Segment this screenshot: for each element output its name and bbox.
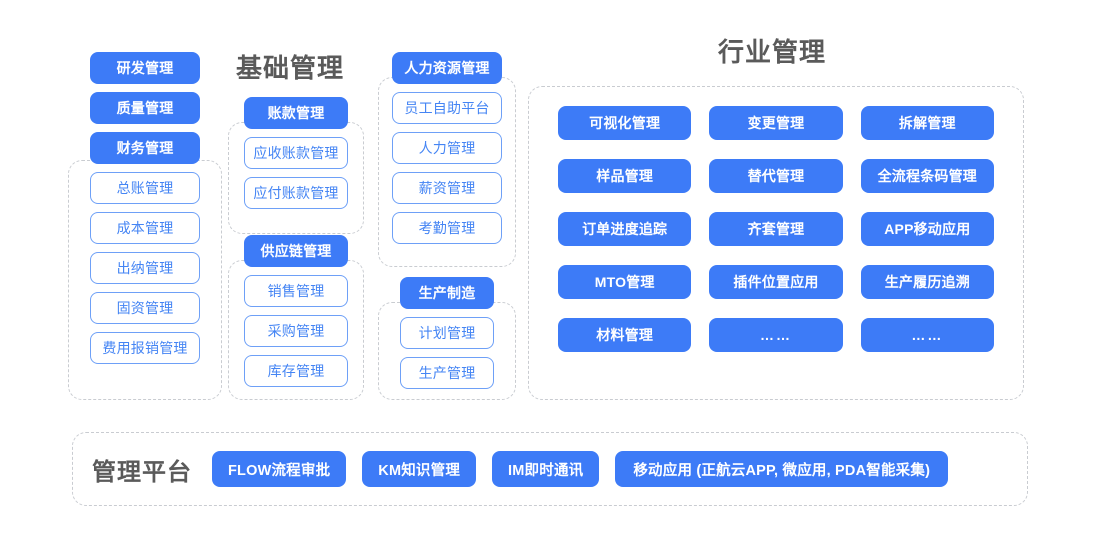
- industry-section-title: 行业管理: [718, 37, 827, 67]
- module-plugin-position-application[interactable]: 插件位置应用: [709, 265, 843, 299]
- module-accounts-management[interactable]: 账款管理: [244, 97, 348, 129]
- module-app-mobile-application[interactable]: APP移动应用: [860, 212, 994, 246]
- module-sample-management[interactable]: 样品管理: [558, 159, 692, 193]
- column2-group-a-stack: 账款管理 应收账款管理 应付账款管理: [244, 97, 348, 209]
- column3-group-a-stack: 人力资源管理 员工自助平台 人力管理 薪资管理 考勤管理: [392, 52, 502, 244]
- module-mto-management[interactable]: MTO管理: [558, 265, 692, 299]
- module-disassembly-management[interactable]: 拆解管理: [860, 106, 994, 140]
- column2-title: 基础管理: [236, 53, 345, 83]
- module-inventory-management[interactable]: 库存管理: [244, 355, 348, 387]
- module-purchase-management[interactable]: 采购管理: [244, 315, 348, 347]
- module-accounts-receivable[interactable]: 应收账款管理: [244, 137, 348, 169]
- module-flow-approval[interactable]: FLOW流程审批: [212, 451, 347, 487]
- module-production-manufacturing[interactable]: 生产制造: [400, 277, 494, 309]
- module-supply-chain-management[interactable]: 供应链管理: [244, 235, 348, 267]
- module-hr-management[interactable]: 人力资源管理: [392, 52, 502, 84]
- column1-top-pills: 研发管理 质量管理 财务管理 总账管理 成本管理 出纳管理 固资管理 费用报销管…: [90, 52, 200, 364]
- module-general-ledger[interactable]: 总账管理: [90, 172, 200, 204]
- industry-module-grid: 可视化管理 变更管理 拆解管理 样品管理 替代管理 全流程条码管理 订单进度追踪…: [558, 106, 994, 352]
- module-change-management[interactable]: 变更管理: [709, 106, 843, 140]
- column3-group-b-stack: 生产制造 计划管理 生产管理: [400, 277, 494, 389]
- module-mobile-application[interactable]: 移动应用 (正航云APP, 微应用, PDA智能采集): [615, 451, 949, 487]
- module-km-knowledge[interactable]: KM知识管理: [362, 451, 477, 487]
- module-visual-management[interactable]: 可视化管理: [558, 106, 692, 140]
- module-expense-reimbursement[interactable]: 费用报销管理: [90, 332, 200, 364]
- platform-label: 管理平台: [92, 458, 192, 486]
- module-im-messaging[interactable]: IM即时通讯: [492, 451, 600, 487]
- module-more-placeholder-1[interactable]: ……: [709, 318, 843, 352]
- module-plan-management[interactable]: 计划管理: [400, 317, 494, 349]
- module-full-process-barcode[interactable]: 全流程条码管理: [860, 159, 994, 193]
- module-sales-management[interactable]: 销售管理: [244, 275, 348, 307]
- module-cost-management[interactable]: 成本管理: [90, 212, 200, 244]
- module-payroll-management[interactable]: 薪资管理: [392, 172, 502, 204]
- module-manpower-management[interactable]: 人力管理: [392, 132, 502, 164]
- industry-group-container: [528, 86, 1024, 400]
- module-attendance-management[interactable]: 考勤管理: [392, 212, 502, 244]
- module-quality-management[interactable]: 质量管理: [90, 92, 200, 124]
- module-finance-management[interactable]: 财务管理: [90, 132, 200, 164]
- module-material-management[interactable]: 材料管理: [558, 318, 692, 352]
- module-cashier-management[interactable]: 出纳管理: [90, 252, 200, 284]
- module-more-placeholder-2[interactable]: ……: [860, 318, 994, 352]
- module-accounts-payable[interactable]: 应付账款管理: [244, 177, 348, 209]
- module-rd-management[interactable]: 研发管理: [90, 52, 200, 84]
- module-kitting-management[interactable]: 齐套管理: [709, 212, 843, 246]
- module-order-progress-tracking[interactable]: 订单进度追踪: [558, 212, 692, 246]
- platform-group-container: [72, 432, 1028, 506]
- module-fixed-assets-management[interactable]: 固资管理: [90, 292, 200, 324]
- module-employee-self-service[interactable]: 员工自助平台: [392, 92, 502, 124]
- platform-bar: 管理平台 FLOW流程审批 KM知识管理 IM即时通讯 移动应用 (正航云APP…: [92, 432, 949, 506]
- column2-group-b-stack: 供应链管理 销售管理 采购管理 库存管理: [244, 235, 348, 387]
- module-substitute-management[interactable]: 替代管理: [709, 159, 843, 193]
- module-production-history-trace[interactable]: 生产履历追溯: [860, 265, 994, 299]
- module-production-management[interactable]: 生产管理: [400, 357, 494, 389]
